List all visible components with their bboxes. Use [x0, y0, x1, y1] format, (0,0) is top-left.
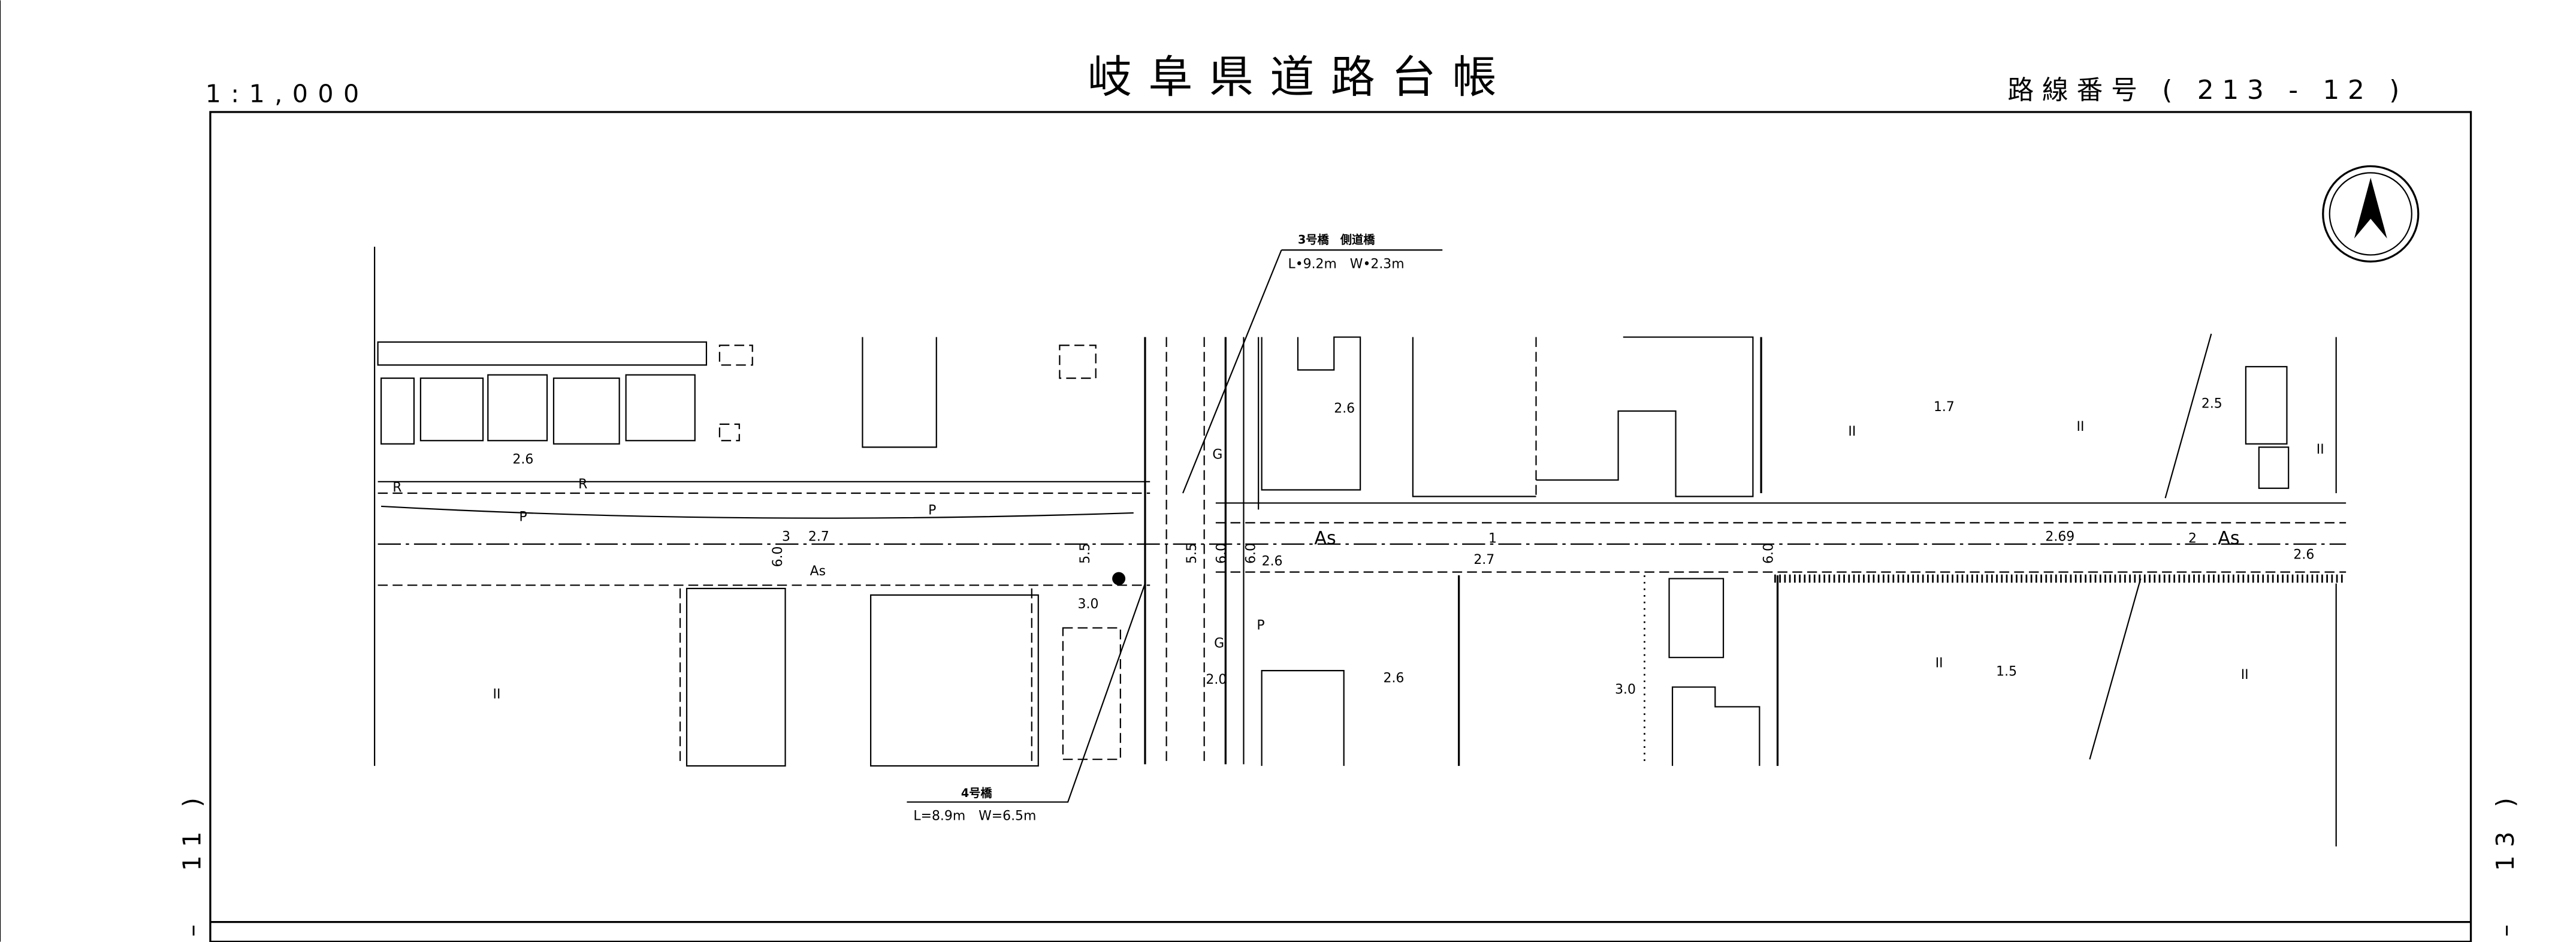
elevation: 2.7 [808, 530, 829, 545]
map-frame [209, 111, 2472, 942]
elevation: 3.0 [1078, 597, 1099, 612]
road-width-labels: 6.0 5.5 5.5 6.0 6.0 6.0 [771, 543, 1776, 567]
surface-labels: As As As P P P R R G G 3 1 2 [392, 447, 2239, 651]
river-channel [1144, 337, 1260, 765]
section-number: 3 [782, 530, 790, 545]
surface-label: G [1214, 636, 1224, 651]
land-use-marks: II II II II II II [493, 419, 2324, 702]
elevation: 2.7 [1473, 552, 1494, 567]
surface-label: P [519, 510, 527, 525]
bridge-3-label: 3号橋 側道橋 L•9.2m W•2.3m [1288, 233, 1405, 271]
bridge-dims: L•9.2m W•2.3m [1288, 256, 1405, 271]
elevation: 1.5 [1996, 664, 2017, 679]
road-width: 6.0 [1761, 543, 1776, 564]
next-sheet-link[interactable]: 13 ) [2491, 789, 2520, 871]
elevation: 1.7 [1934, 400, 1955, 415]
road-width: 5.5 [1078, 543, 1093, 564]
elevation: 2.6 [1334, 401, 1355, 416]
elevation: 2.0 [1206, 672, 1227, 687]
bridge-name: 4号橋 [961, 786, 993, 800]
field-mark: II [493, 687, 501, 702]
section-number: 1 [1488, 531, 1497, 546]
elevation: 2.6 [1384, 671, 1405, 686]
section-number: 2 [2188, 531, 2197, 546]
elevation: 2.6 [512, 452, 533, 467]
elevation: 2.5 [2201, 396, 2222, 411]
elevation-points: 2.6 2.7 3.0 2.6 2.6 2.7 2.6 2.0 1.7 2.5 … [512, 396, 2314, 697]
bridge-4-label: 4号橋 L=8.9m W=6.5m [913, 786, 1036, 823]
surface-label: As [2218, 528, 2239, 549]
field-mark: II [2317, 442, 2324, 457]
next-sheet-dash: – [2491, 925, 2520, 937]
bridge-leaders [907, 249, 1443, 803]
prev-sheet-dash: – [177, 925, 206, 937]
surface-label: As [1314, 528, 1336, 549]
prev-sheet-link[interactable]: 11 ) [177, 789, 206, 871]
elevation: 2.6 [2293, 548, 2314, 563]
field-mark: II [1935, 656, 1943, 671]
field-mark: II [2241, 668, 2249, 683]
road-width: 6.0 [771, 547, 786, 567]
route-number: 路線番号 ( 213 - 12 ) [2007, 75, 2408, 105]
bridge-dims: L=8.9m W=6.5m [913, 809, 1036, 824]
map-title: 岐阜県道路台帳 [1088, 52, 1513, 103]
surface-label: P [1257, 618, 1264, 633]
road-width: 6.0 [1214, 543, 1229, 564]
surface-label: As [810, 564, 826, 579]
surface-label: P [928, 503, 936, 518]
road-width: 6.0 [1244, 543, 1259, 564]
north-arrow-icon [2322, 165, 2420, 263]
buildings [374, 246, 2337, 847]
surface-label: G [1212, 447, 1222, 462]
surface-label: R [392, 480, 401, 495]
field-mark: II [1848, 424, 1856, 439]
road-width: 5.5 [1185, 543, 1200, 564]
scale-label: 1:1,000 [206, 79, 369, 108]
surface-label: R [578, 477, 587, 492]
main-road [378, 481, 2347, 586]
elevation: 2.6 [1262, 554, 1283, 569]
elevation: 3.0 [1615, 683, 1636, 698]
field-mark: II [2077, 419, 2085, 434]
bridge-name: 3号橋 側道橋 [1298, 233, 1375, 246]
elevation: 2.69 [2045, 530, 2074, 545]
